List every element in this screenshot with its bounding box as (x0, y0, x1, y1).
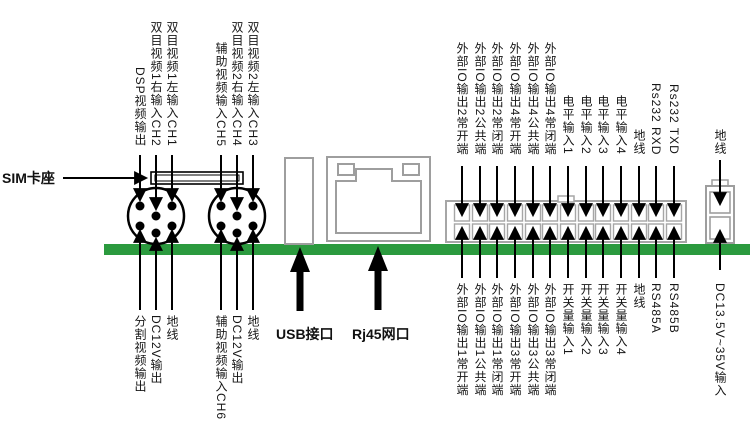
terminal-bottom-label-12: RS485A (649, 283, 663, 334)
terminal-bottom-label-2: 外部IO输出1公共端 (473, 283, 487, 397)
terminal-top-label-9: 电平输入3 (596, 95, 610, 155)
terminal-top-label-11: 地线 (632, 129, 646, 155)
camera-bottom-label-6: 地线 (246, 315, 260, 341)
camera-top-label-2: 双目视频1右输入CH2 (149, 21, 163, 147)
camera-top-label-4: 辅助视频输入CH5 (214, 41, 228, 147)
terminal-bottom-label-4: 外部IO输出3常开端 (508, 283, 522, 397)
usb-connector (284, 157, 314, 245)
camera-bottom-label-3: 地线 (165, 315, 179, 341)
terminal-top-label-7: 电平输入1 (561, 95, 575, 155)
terminal-top-label-5: 外部IO输出4公共端 (526, 41, 540, 155)
terminal-block (445, 195, 687, 243)
camera-bottom-label-2: DC12V输出 (149, 315, 163, 385)
terminal-top-label-3: 外部IO输出2常闭端 (490, 41, 504, 155)
sim-socket-label: SIM卡座 (2, 170, 55, 186)
connector-pins (216, 201, 258, 238)
usb-pointer-arrow (290, 247, 310, 311)
camera-top-label-5: 双目视频2右输入CH4 (230, 21, 244, 147)
connector-pins (135, 201, 177, 238)
power-ground-label: 地线 (713, 129, 727, 155)
camera-bottom-label-5: DC12V输出 (230, 315, 244, 385)
terminal-top-label-6: 外部IO输出4常闭端 (543, 41, 557, 155)
terminal-bottom-label-6: 外部IO输出3常闭端 (543, 283, 557, 397)
terminal-top-label-8: 电平输入2 (579, 95, 593, 155)
power-input-label: DC13.5V~35V输入 (713, 283, 727, 398)
terminal-bottom-label-9: 开关量输入3 (596, 283, 610, 356)
pcb-strip (104, 244, 750, 255)
sim-card-socket (150, 171, 244, 185)
camera-top-label-6: 双目视频2左输入CH3 (246, 21, 260, 147)
camera-bottom-label-4: 辅助视频输入CH6 (214, 315, 228, 421)
terminal-bottom-label-5: 外部IO输出3公共端 (526, 283, 540, 397)
terminal-bottom-label-11: 地线 (632, 283, 646, 309)
rj45-pointer-arrow (368, 246, 388, 310)
terminal-bottom-label-10: 开关量输入4 (614, 283, 628, 356)
terminal-bottom-label-3: 外部IO输出1常闭端 (490, 283, 504, 397)
terminal-bottom-label-13: RS485B (667, 283, 681, 334)
terminal-top-label-10: 电平输入4 (614, 95, 628, 155)
usb-port-label: USB接口 (276, 326, 334, 342)
camera-top-label-1: DSP视频输出 (133, 67, 147, 147)
terminal-bottom-label-1: 外部IO输出1常开端 (455, 283, 469, 397)
rj45-connector (326, 156, 431, 242)
terminal-top-label-13: Rs232 TXD (667, 84, 681, 155)
terminal-top-label-4: 外部IO输出4常开端 (508, 41, 522, 155)
wire-arrows (133, 155, 727, 310)
rj45-port-label: Rj45网口 (352, 326, 410, 342)
camera-top-label-3: 双目视频1左输入CH1 (165, 21, 179, 147)
terminal-top-label-12: Rs232 RXD (649, 82, 663, 155)
terminal-top-label-1: 外部IO输出2常开端 (455, 41, 469, 155)
terminal-bottom-label-8: 开关量输入2 (579, 283, 593, 356)
terminal-bottom-label-7: 开关量输入1 (561, 283, 575, 356)
terminal-top-label-2: 外部IO输出2公共端 (473, 41, 487, 155)
camera-bottom-label-1: 分割视频输出 (133, 315, 147, 393)
